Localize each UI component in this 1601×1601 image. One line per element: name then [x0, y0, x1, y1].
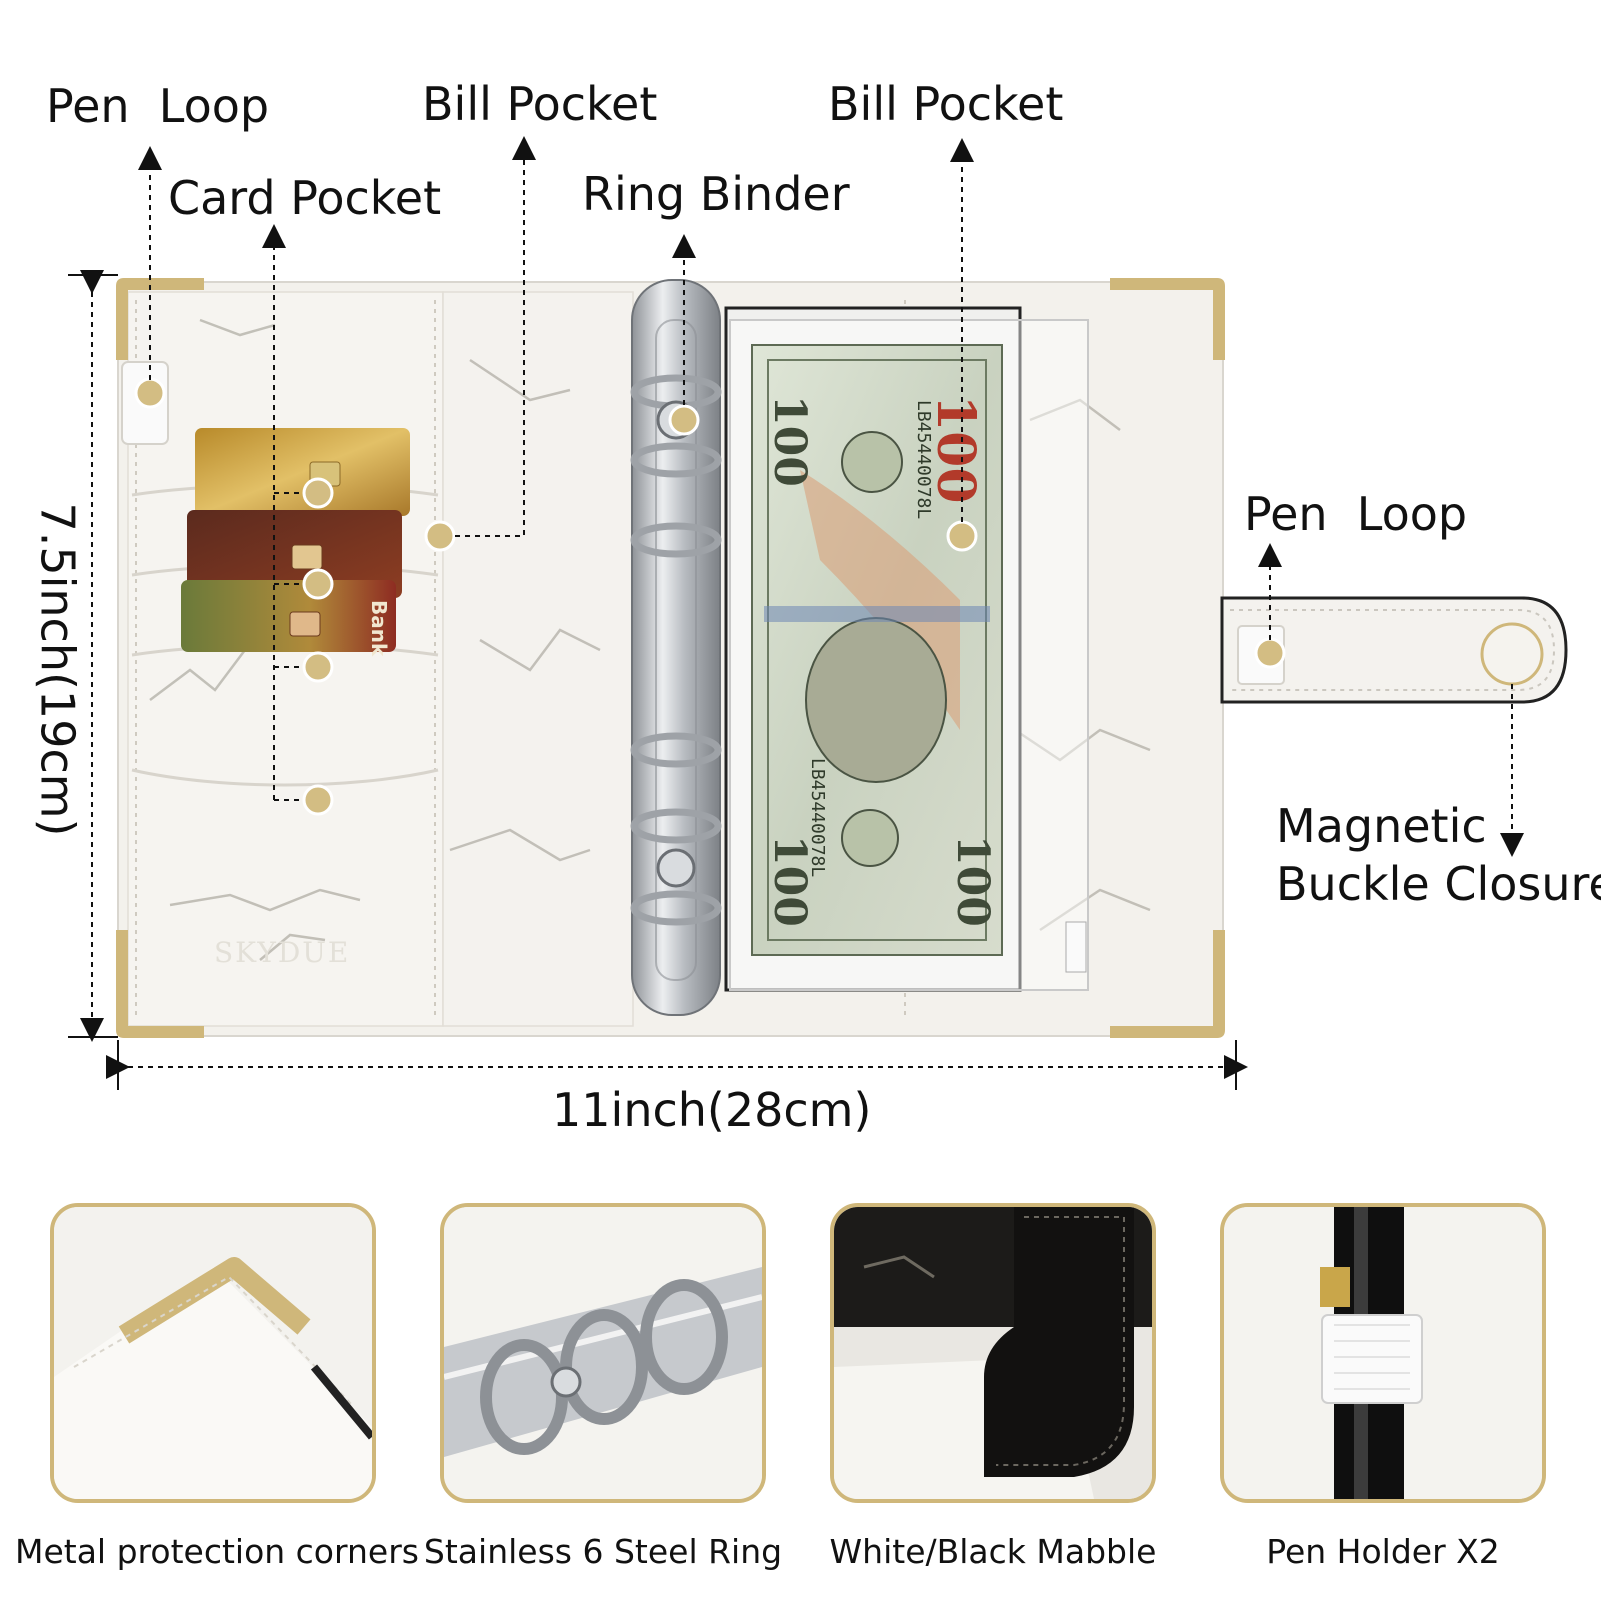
- bill-value-top: 100: [764, 395, 815, 487]
- dimension-ticks: [68, 274, 1237, 1090]
- corner-detail-icon: [54, 1207, 372, 1499]
- binder-diagram: Bank SKYDUE 100 100 100 100 LB4544007: [68, 136, 1568, 1090]
- label-card-pocket: Card Pocket: [168, 171, 442, 225]
- brand-emboss: SKYDUE: [214, 936, 350, 969]
- label-pen-loop-top: Pen Loop: [46, 79, 270, 133]
- ring-detail-icon: [444, 1207, 762, 1499]
- caption-mabble: White/Black Mabble: [829, 1532, 1157, 1571]
- feature-thumb-corners: [50, 1203, 376, 1503]
- bill-value-bottom: 100: [764, 835, 815, 927]
- label-buckle-closure: Buckle Closure: [1276, 857, 1601, 911]
- clasp-strap: [1220, 596, 1568, 704]
- feature-thumb-pen: [1220, 1203, 1546, 1503]
- magnetic-buckle: [1480, 622, 1544, 686]
- label-magnetic: Magnetic: [1276, 799, 1487, 853]
- caption-metal-corners: Metal protection corners: [15, 1532, 419, 1571]
- bill-serial-bottom: LB45440078L: [807, 758, 828, 877]
- label-bill-pocket-right: Bill Pocket: [828, 77, 1064, 131]
- ring-binder: [630, 279, 722, 1016]
- leader-lines: [80, 136, 1524, 1079]
- bill-serial-top: LB45440078L: [913, 400, 934, 519]
- pen-detail-icon: [1224, 1207, 1542, 1499]
- bill-pocket: 100 100 100 100 LB45440078L LB45440078L: [724, 306, 1089, 992]
- label-ring-binder: Ring Binder: [582, 167, 850, 221]
- label-pen-loop-right: Pen Loop: [1244, 487, 1468, 541]
- bill-value-bottom-right: 100: [947, 835, 998, 927]
- caption-pen-holder: Pen Holder X2: [1266, 1532, 1500, 1571]
- dimension-height-label: 7.5inch(19cm): [30, 502, 85, 837]
- label-bill-pocket-left: Bill Pocket: [422, 77, 658, 131]
- bill-value-right: 100: [925, 395, 986, 504]
- feature-thumb-strap: [830, 1203, 1156, 1503]
- gold-corners: [116, 278, 1225, 1038]
- caption-steel-ring: Stainless 6 Steel Ring: [423, 1532, 783, 1571]
- card-bank-text: Bank: [367, 600, 391, 657]
- cards: Bank: [181, 428, 410, 657]
- dimension-width-label: 11inch(28cm): [552, 1083, 872, 1137]
- callout-dots: [134, 377, 1286, 816]
- feature-thumb-rings: [440, 1203, 766, 1503]
- strap-detail-icon: [834, 1207, 1152, 1499]
